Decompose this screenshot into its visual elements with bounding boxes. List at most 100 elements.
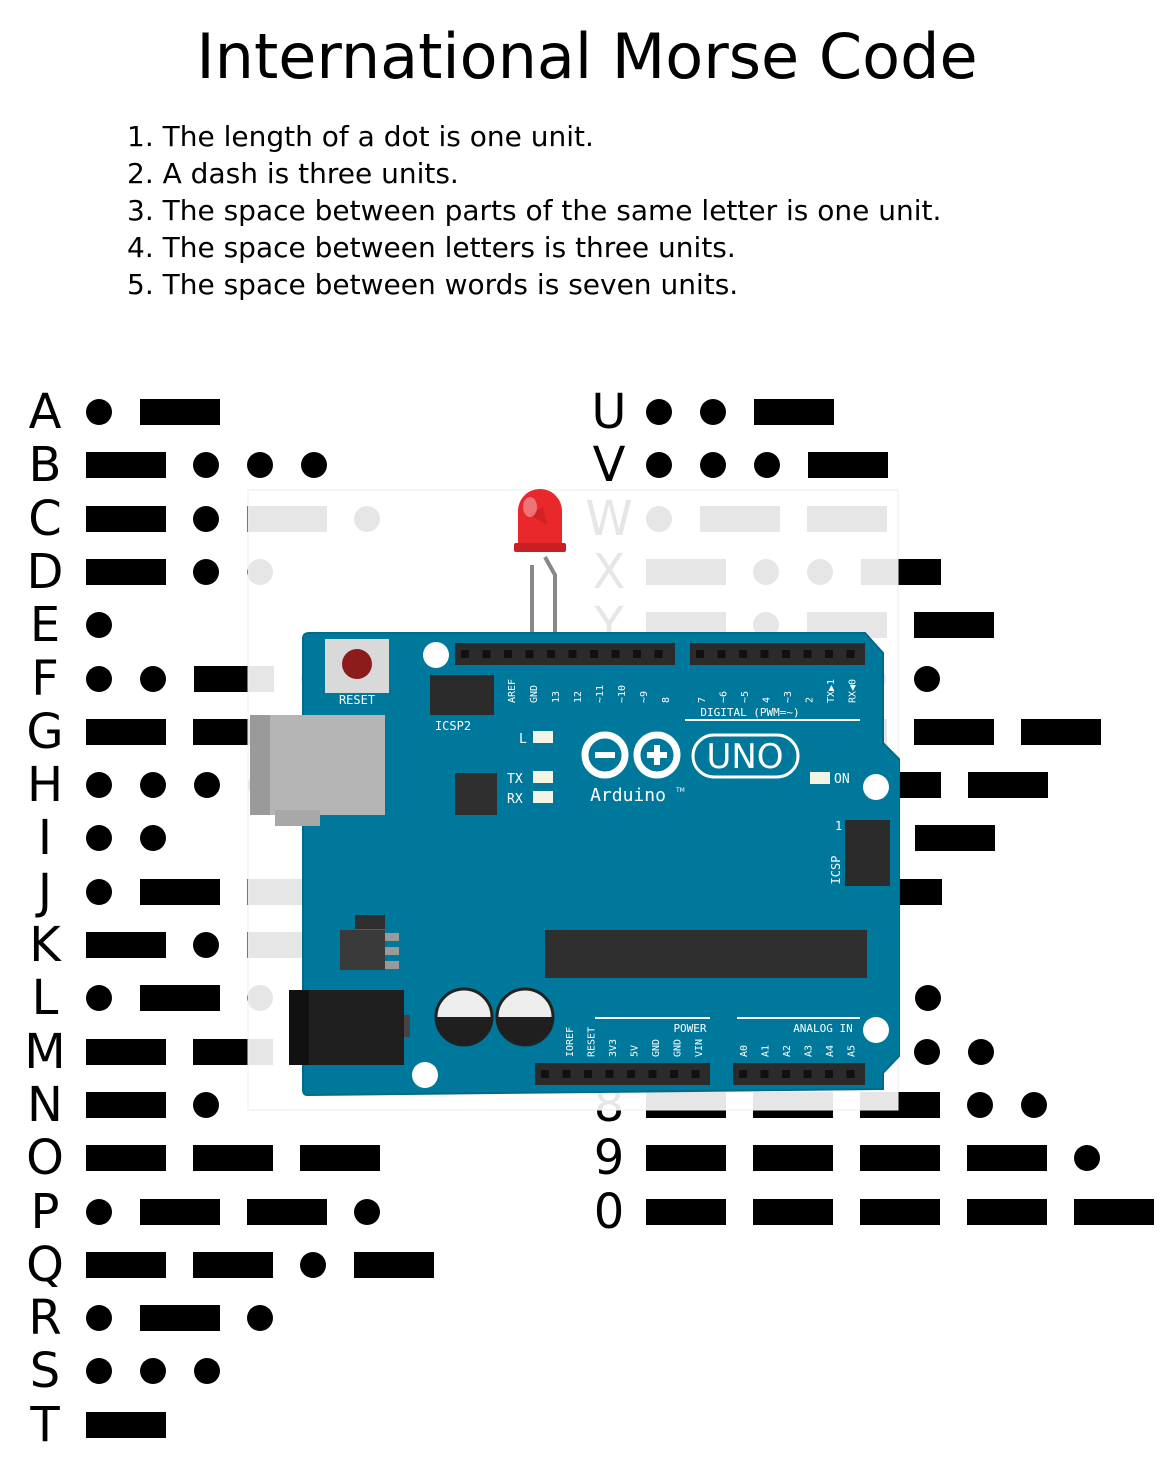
morse-dot	[646, 399, 672, 425]
rule-item: 3. The space between parts of the same l…	[127, 194, 942, 227]
morse-row-a: A	[18, 385, 618, 439]
morse-row-p: P	[18, 1185, 618, 1239]
digital-label: DIGITAL (PWM=~)	[700, 706, 799, 719]
header-pin	[633, 650, 641, 658]
pin-label: 2	[805, 697, 816, 703]
morse-dash	[1021, 718, 1101, 745]
pin-label: A1	[761, 1045, 772, 1057]
reset-button-cap[interactable]	[342, 649, 372, 679]
pin-label: IOREF	[565, 1027, 576, 1057]
morse-dash	[1074, 1198, 1154, 1225]
power-jack-pin	[404, 1015, 410, 1037]
morse-dash	[860, 1198, 940, 1225]
morse-dot	[193, 558, 219, 585]
tx-led	[533, 771, 553, 783]
morse-dash	[967, 1145, 1047, 1172]
morse-row-9: 9	[582, 1131, 1174, 1185]
morse-character: V	[592, 437, 626, 494]
uno-label: UNO	[706, 737, 783, 777]
morse-dash	[247, 1198, 327, 1225]
pin-label: ~11	[595, 685, 606, 703]
uno-badge	[691, 733, 800, 779]
morse-dot	[86, 985, 112, 1012]
morse-row-i: I	[18, 811, 618, 865]
pin-label: ~3	[783, 691, 794, 703]
header-pin	[504, 650, 512, 658]
morse-dot	[140, 665, 166, 692]
morse-dash	[86, 452, 166, 479]
header-pin	[482, 650, 491, 658]
pin-label: ~10	[617, 685, 628, 703]
rule-item: 4. The space between letters is three un…	[127, 231, 736, 264]
morse-dash	[86, 1411, 166, 1438]
mounting-hole	[412, 1062, 438, 1088]
header-pin	[739, 650, 747, 658]
analog-header	[733, 1063, 865, 1085]
morse-dot	[193, 452, 219, 479]
pin-label: A5	[847, 1045, 858, 1057]
morse-character: B	[28, 437, 62, 494]
pin-label: 3V3	[608, 1039, 619, 1057]
morse-dot	[700, 399, 726, 425]
morse-dash	[140, 985, 220, 1012]
regulator-pin	[385, 933, 399, 941]
morse-dash	[914, 718, 994, 745]
mounting-hole	[863, 1017, 889, 1043]
pin-label: ~9	[639, 691, 650, 703]
header-pin	[760, 650, 769, 658]
page-title: International Morse Code	[196, 20, 978, 93]
morse-character: H	[26, 757, 64, 814]
pin-label: 12	[573, 691, 584, 703]
morse-row-t: T	[18, 1398, 618, 1452]
power-header	[535, 1063, 710, 1085]
morse-dash	[86, 1145, 166, 1172]
on-label: ON	[834, 772, 850, 787]
morse-character: A	[28, 384, 62, 440]
morse-dash	[753, 1145, 833, 1172]
morse-dot	[86, 1198, 112, 1225]
icsp-label: ICSP	[829, 856, 843, 885]
rule-item: 5. The space between words is seven unit…	[127, 268, 739, 301]
morse-dot	[968, 1038, 994, 1065]
morse-dash	[86, 1251, 166, 1278]
morse-dot	[86, 1305, 112, 1332]
icsp-header	[845, 820, 890, 886]
led-leg-13	[543, 556, 557, 650]
morse-dot	[140, 772, 166, 799]
rules-list: 1. The length of a dot is one unit. 2. A…	[127, 118, 941, 303]
pin-label: 7	[697, 697, 708, 703]
pin-label: AREF	[507, 679, 518, 703]
header-pin	[760, 1070, 769, 1078]
header-pin	[803, 1070, 812, 1078]
morse-row-q: Q	[18, 1238, 618, 1292]
morse-dash	[140, 878, 220, 905]
morse-dot	[140, 825, 166, 852]
morse-dot	[301, 452, 327, 479]
usb-connector-base	[275, 810, 320, 826]
morse-dot	[300, 1251, 326, 1278]
header-pin	[803, 650, 812, 658]
morse-row-b: B	[18, 438, 618, 492]
header-pin	[648, 1070, 657, 1078]
pin-label: TX▶1	[826, 679, 837, 703]
morse-dot	[140, 1358, 166, 1385]
header-pin	[654, 650, 663, 658]
header-pin	[525, 650, 534, 658]
morse-dash	[808, 452, 888, 479]
morse-dot	[354, 1198, 380, 1225]
morse-character: L	[31, 970, 59, 1027]
pin-label: 4	[762, 697, 773, 703]
header-pin	[691, 1070, 700, 1078]
morse-dash	[86, 558, 166, 585]
header-pin	[541, 1070, 549, 1078]
morse-character: N	[27, 1076, 63, 1133]
rx-led	[533, 791, 553, 803]
morse-dash	[914, 612, 994, 639]
pin-label: ~6	[719, 691, 730, 703]
capacitor-icon	[495, 987, 555, 1047]
pin-label: GND	[651, 1039, 662, 1057]
morse-dot	[86, 399, 112, 425]
header-pin	[825, 1070, 833, 1078]
capacitor-icon	[434, 987, 494, 1047]
morse-row-r: R	[18, 1291, 618, 1345]
